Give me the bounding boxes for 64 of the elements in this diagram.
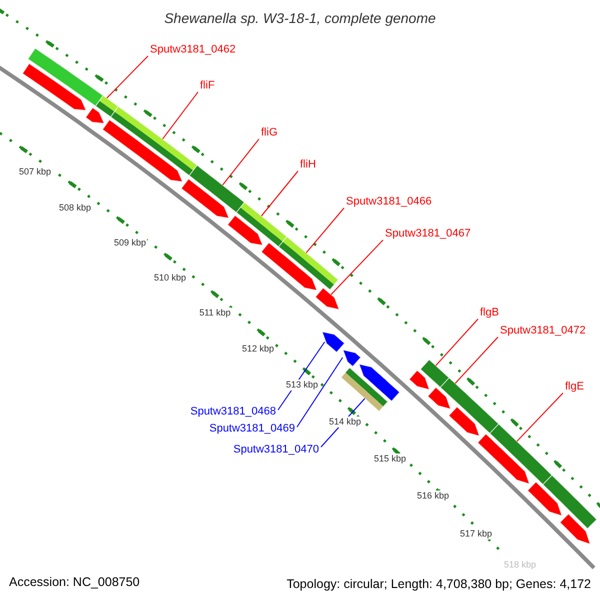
gene-feature <box>188 164 245 214</box>
gene-feature <box>260 242 318 291</box>
scale-label: 508 kbp <box>58 202 92 214</box>
leader-line <box>106 56 148 99</box>
gene-label: Sputw3181_0466 <box>346 196 432 208</box>
gene-label: Sputw3181_0467 <box>385 228 471 240</box>
gene-label: Sputw3181_0468 <box>190 406 276 418</box>
scale-label: 511 kbp <box>198 308 232 318</box>
gene-feature <box>448 406 480 437</box>
footer-text: Accession: NC_008750 <box>9 576 140 588</box>
gene-feature <box>408 370 430 390</box>
leader-line <box>222 138 260 186</box>
gene-feature <box>180 178 230 219</box>
gene-feature <box>227 214 264 246</box>
gene-feature <box>427 386 452 410</box>
gene-feature <box>340 367 388 412</box>
scale-label: 514 kbp <box>328 416 362 428</box>
scale-label: 509 kbp <box>112 238 148 248</box>
scale-label: 513 kbp <box>284 380 320 390</box>
gene-feature <box>559 513 591 545</box>
gene-label: fliF <box>200 80 215 92</box>
leader-line <box>162 92 198 140</box>
gene-feature <box>95 94 119 118</box>
gene-feature <box>85 107 105 124</box>
gene-label: flgE <box>565 382 584 392</box>
gene-label: Sputw3181_0472 <box>500 326 586 336</box>
gene-label: fliH <box>300 160 316 170</box>
gene-feature <box>314 287 340 310</box>
gene-label: fliG <box>261 128 278 138</box>
scale-label: 516 kbp <box>416 490 450 502</box>
gene-feature <box>440 377 500 434</box>
leader-line <box>306 208 344 254</box>
gene-feature <box>22 62 87 111</box>
gene-label: flgB <box>480 308 499 318</box>
gene-feature <box>420 359 450 388</box>
gene-feature <box>278 236 339 290</box>
gene-feature <box>489 423 553 486</box>
gene-label: Sputw3181_0469 <box>209 424 295 434</box>
gene-feature <box>27 48 104 107</box>
gene-feature <box>321 331 346 353</box>
scale-label: 518 kbp <box>502 560 538 570</box>
gene-label: Sputw3181_0462 <box>150 44 236 56</box>
gene-feature <box>358 364 400 402</box>
footer-text: Topology: circular; Length: 4,708,380 bp; Genes: 4,172 <box>286 578 591 590</box>
gene-feature <box>102 119 184 182</box>
leader-line <box>296 357 344 428</box>
leader-line <box>260 170 298 216</box>
gene-label: Sputw3181_0470 <box>233 444 319 456</box>
scale-label: 515 kbp <box>372 454 408 464</box>
leader-line <box>516 392 564 442</box>
gene-feature <box>236 202 288 248</box>
gene-feature <box>477 433 530 485</box>
gene-feature <box>542 474 598 530</box>
gene-feature <box>342 349 362 367</box>
scale-label: 517 kbp <box>458 528 494 540</box>
gene-feature <box>110 106 198 176</box>
scale-label: 510 kbp <box>152 272 188 284</box>
leader-line <box>435 318 478 366</box>
scale-label: 507 kbp <box>18 166 52 178</box>
leader-line <box>454 336 498 384</box>
gene-feature <box>527 481 563 516</box>
map-title: Shewanella sp. W3-18-1, complete genome <box>164 11 436 25</box>
leader-line <box>330 240 384 296</box>
scale-label: 512 kbp <box>240 344 276 354</box>
